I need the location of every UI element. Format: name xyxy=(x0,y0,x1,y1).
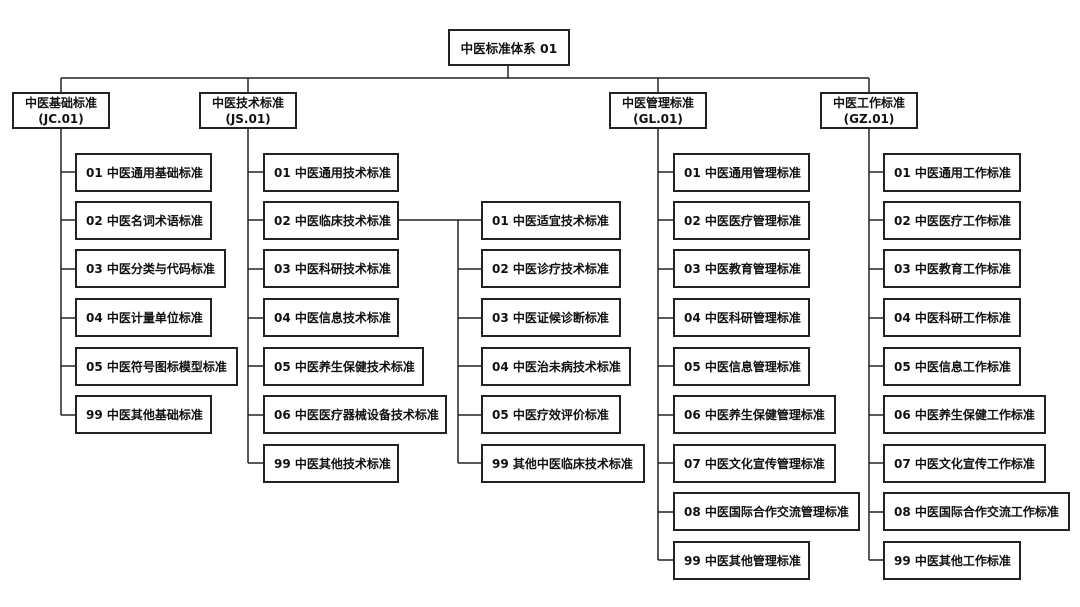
category-node-gz: 中医工作标准 (GZ.01) xyxy=(820,92,918,129)
category-name: 中医管理标准 xyxy=(621,95,694,110)
clinical-sub-item: 03 中医证候诊断标准 xyxy=(481,298,621,337)
root-node: 中医标准体系 01 xyxy=(448,29,570,66)
jc-item: 01 中医通用基础标准 xyxy=(75,153,212,192)
js-item: 03 中医科研技术标准 xyxy=(263,249,399,288)
js-item: 05 中医养生保健技术标准 xyxy=(263,347,424,386)
gl-item: 05 中医信息管理标准 xyxy=(673,347,810,386)
js-item: 02 中医临床技术标准 xyxy=(263,201,399,240)
clinical-sub-item: 02 中医诊疗技术标准 xyxy=(481,249,621,288)
category-name: 中医技术标准 xyxy=(211,95,284,110)
clinical-sub-item: 01 中医适宜技术标准 xyxy=(481,201,621,240)
gl-item: 04 中医科研管理标准 xyxy=(673,298,810,337)
clinical-sub-item: 99 其他中医临床技术标准 xyxy=(481,444,645,483)
gz-item: 04 中医科研工作标准 xyxy=(883,298,1021,337)
js-item: 06 中医医疗器械设备技术标准 xyxy=(263,395,447,434)
jc-item: 05 中医符号图标模型标准 xyxy=(75,347,238,386)
category-code: (GZ.01) xyxy=(843,111,895,126)
category-node-js: 中医技术标准 (JS.01) xyxy=(199,92,297,129)
jc-item: 99 中医其他基础标准 xyxy=(75,395,212,434)
js-item: 99 中医其他技术标准 xyxy=(263,444,399,483)
gl-item: 03 中医教育管理标准 xyxy=(673,249,810,288)
gz-item: 06 中医养生保健工作标准 xyxy=(883,395,1046,434)
jc-item: 02 中医名词术语标准 xyxy=(75,201,212,240)
category-code: (JS.01) xyxy=(225,111,271,126)
gz-item: 08 中医国际合作交流工作标准 xyxy=(883,492,1070,531)
gl-item: 06 中医养生保健管理标准 xyxy=(673,395,836,434)
category-code: (JC.01) xyxy=(38,111,84,126)
category-node-jc: 中医基础标准 (JC.01) xyxy=(12,92,110,129)
gl-item: 07 中医文化宣传管理标准 xyxy=(673,444,836,483)
category-name: 中医基础标准 xyxy=(24,95,97,110)
category-code: (GL.01) xyxy=(633,111,683,126)
gl-item: 01 中医通用管理标准 xyxy=(673,153,810,192)
category-name: 中医工作标准 xyxy=(832,95,905,110)
gz-item: 07 中医文化宣传工作标准 xyxy=(883,444,1046,483)
gz-item: 01 中医通用工作标准 xyxy=(883,153,1021,192)
js-item: 01 中医通用技术标准 xyxy=(263,153,399,192)
gz-item: 99 中医其他工作标准 xyxy=(883,541,1021,580)
category-node-gl: 中医管理标准 (GL.01) xyxy=(609,92,707,129)
gl-item: 08 中医国际合作交流管理标准 xyxy=(673,492,860,531)
gl-item: 02 中医医疗管理标准 xyxy=(673,201,810,240)
clinical-sub-item: 05 中医疗效评价标准 xyxy=(481,395,621,434)
jc-item: 04 中医计量单位标准 xyxy=(75,298,212,337)
gz-item: 03 中医教育工作标准 xyxy=(883,249,1021,288)
gz-item: 05 中医信息工作标准 xyxy=(883,347,1021,386)
gl-item: 99 中医其他管理标准 xyxy=(673,541,810,580)
js-item: 04 中医信息技术标准 xyxy=(263,298,399,337)
root-title: 中医标准体系 01 xyxy=(460,41,558,56)
clinical-sub-item: 04 中医治未病技术标准 xyxy=(481,347,631,386)
jc-item: 03 中医分类与代码标准 xyxy=(75,249,226,288)
gz-item: 02 中医医疗工作标准 xyxy=(883,201,1021,240)
